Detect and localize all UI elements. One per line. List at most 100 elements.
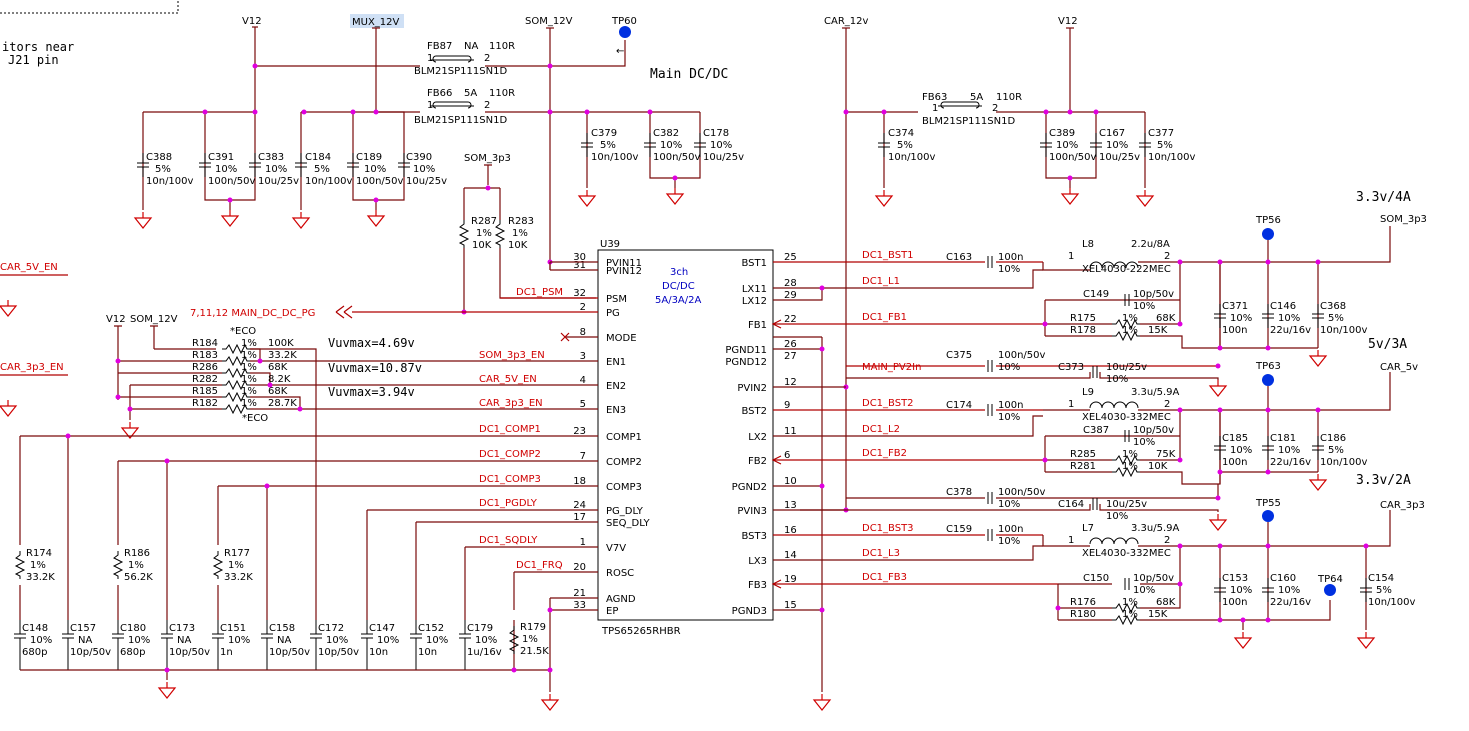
ic-pin-number: 24 <box>573 500 586 511</box>
c373-ref: C373 <box>1058 362 1084 373</box>
fb3-cap-ref: C150 <box>1083 573 1109 584</box>
r179-tol: 1% <box>522 634 538 645</box>
ic-pin-name: EP <box>606 606 618 617</box>
r185-tol: 1% <box>241 386 257 397</box>
l7-val: 3.3u/5.9A <box>1131 523 1180 534</box>
net-l2: DC1_L2 <box>862 424 900 435</box>
out-cap-ref: C371 <box>1222 301 1248 312</box>
out-cap-ref: C153 <box>1222 573 1248 584</box>
out-cap-val: 10n/100v <box>1368 597 1416 608</box>
l9-part: XEL4030-332MEC <box>1082 412 1171 423</box>
ic-pin-number: 33 <box>573 600 586 611</box>
fb1-cap-tol: 10% <box>1133 301 1155 312</box>
net-comp3: DC1_COMP3 <box>479 474 541 485</box>
tp60-marker[interactable] <box>619 26 631 38</box>
cap-val: 10n/100v <box>305 176 353 187</box>
bottom-cap-tol: 10% <box>475 635 497 646</box>
fb63-ref: FB63 <box>922 92 947 103</box>
som3p3-out-label: SOM_3p3 <box>1380 214 1427 225</box>
r182-tol: 1% <box>241 398 257 409</box>
cap-ref: C167 <box>1099 128 1125 139</box>
ic-pin-name: BST2 <box>741 406 767 417</box>
fb2-r1-val: 75K <box>1156 449 1176 460</box>
l9-pin1: 1 <box>1068 399 1074 410</box>
bottom-cap-ref: C158 <box>269 623 295 634</box>
bottom-cap-tol: 10% <box>30 635 52 646</box>
r177-val: 33.2K <box>224 572 253 583</box>
ic-pin-name: PVIN11 <box>606 258 642 269</box>
ic-ref: U39 <box>600 239 620 250</box>
c174-ref: C174 <box>946 400 972 411</box>
cap-ref: C189 <box>356 152 382 163</box>
cap-val: 10u/25v <box>406 176 447 187</box>
ic-pin-number: 4 <box>580 375 586 386</box>
r185-val: 68K <box>268 386 288 397</box>
ic-pin-name: EN1 <box>606 357 626 368</box>
cap-val: 100n/50v <box>1049 152 1097 163</box>
fb87-ref: FB87 <box>427 41 452 52</box>
net-car3-left: CAR_3p3_EN <box>0 362 64 373</box>
fb3-r2-ref: R180 <box>1070 609 1096 620</box>
cap-tol: 10% <box>265 164 287 175</box>
net-bst3: DC1_BST3 <box>862 523 914 534</box>
cap-tol: 5% <box>314 164 330 175</box>
v12-mid-label: V12 <box>106 314 126 325</box>
bottom-cap-ref: C148 <box>22 623 48 634</box>
fb87-pin2: 2 <box>484 53 490 64</box>
bottom-cap-val: 680p <box>120 647 145 658</box>
net-l3: DC1_L3 <box>862 548 900 559</box>
ic-left-pins: 30PVIN1131PVIN1232PSM2PG8MODE3EN14EN25EN… <box>573 252 650 617</box>
car12-label: CAR_12v <box>824 16 868 27</box>
ic-desc-channels: 3ch <box>670 267 688 278</box>
net-bst1: DC1_BST1 <box>862 250 914 261</box>
out-cap-ref: C181 <box>1270 433 1296 444</box>
out-cap-val: 22u/16v <box>1270 457 1311 468</box>
ic-pin-number: 6 <box>784 450 790 461</box>
cap-ref: C383 <box>258 152 284 163</box>
tp64-label: TP64 <box>1317 574 1343 585</box>
r174-ref: R174 <box>26 548 52 559</box>
mux-12v-label: MUX_12V <box>352 17 400 28</box>
net-bst2: DC1_BST2 <box>862 398 914 409</box>
fb3-r2-tol: 1% <box>1122 609 1138 620</box>
c174-tol: 10% <box>998 412 1020 423</box>
ic-pin-number: 19 <box>784 574 797 585</box>
fb87-part: BLM21SP111SN1D <box>414 66 507 77</box>
fb2-cap-tol: 10% <box>1133 437 1155 448</box>
bottom-cap-tol: 10% <box>326 635 348 646</box>
r174-val: 33.2K <box>26 572 55 583</box>
ic-pin-number: 23 <box>573 426 586 437</box>
bottom-cap-tol: NA <box>177 635 191 646</box>
ic-pin-name: COMP2 <box>606 457 642 468</box>
c159-val: 100n <box>998 524 1023 535</box>
cap-val: 100n/50v <box>653 152 701 163</box>
fb2-r2-ref: R281 <box>1070 461 1096 472</box>
ic-pin-number: 15 <box>784 600 797 611</box>
cap-ref: C379 <box>591 128 617 139</box>
cap-ref: C382 <box>653 128 679 139</box>
junction-dots <box>202 63 678 265</box>
cap-tol: 5% <box>155 164 171 175</box>
fb3-cap-tol: 10% <box>1133 585 1155 596</box>
l7-ref: L7 <box>1082 523 1094 534</box>
ic-pin-name: PG <box>606 308 620 319</box>
tp55-label: TP55 <box>1255 498 1281 509</box>
out-cap-tol: 10% <box>1278 445 1300 456</box>
fb1-r1-val: 68K <box>1156 313 1176 324</box>
net-som-en: SOM_3p3_EN <box>479 350 545 361</box>
bottom-cap-ref: C151 <box>220 623 246 634</box>
bottom-cap-val: 10p/50v <box>269 647 310 658</box>
out-cap-ref: C146 <box>1270 301 1296 312</box>
net-main-pg: 7,11,12 MAIN_DC_DC_PG <box>190 308 315 319</box>
bottom-cap-val: 1u/16v <box>467 647 502 658</box>
l8-pin1: 1 <box>1068 251 1074 262</box>
out-cap-ref: C368 <box>1320 301 1346 312</box>
ic-pin-name: EN3 <box>606 405 626 416</box>
l8-part: XEL4030-222MEC <box>1082 264 1171 275</box>
bottom-cap-row: C14810%680pC157NA10p/50vC18010%680pC173N… <box>14 620 502 670</box>
uvmax-en2: Vuvmax=10.87v <box>328 361 422 375</box>
fb66-pin1: 1 <box>427 100 433 111</box>
car5v-out-label: CAR_5v <box>1380 362 1418 373</box>
som12-mid-label: SOM_12V <box>130 314 178 325</box>
left-signal-section: DC1_PSM 7,11,12 MAIN_DC_DC_PG V12 SOM_12… <box>0 261 598 711</box>
